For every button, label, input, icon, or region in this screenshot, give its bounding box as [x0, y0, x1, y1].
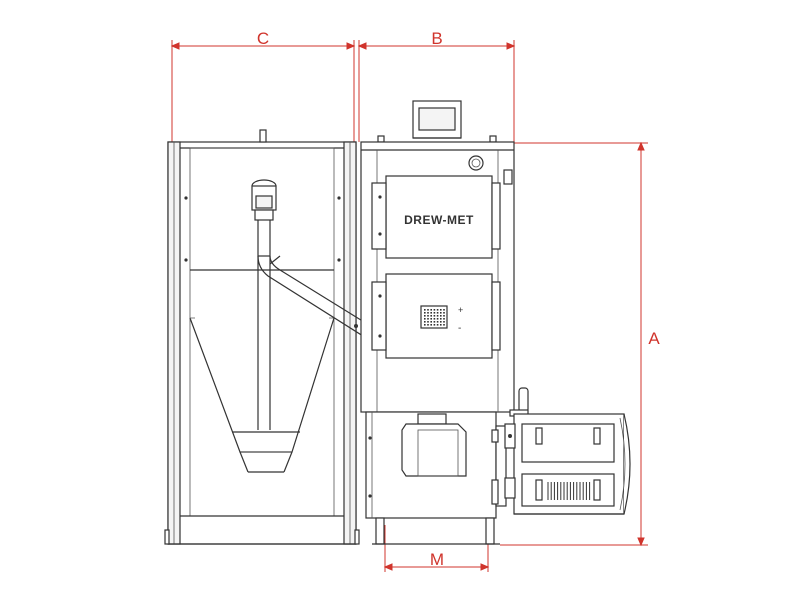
burner-unit [365, 411, 507, 545]
label-a: A [648, 329, 660, 348]
dimension-b [357, 40, 516, 142]
regulator-plus: + [458, 305, 463, 315]
air-regulator [420, 305, 448, 329]
brand-logo: DREW-MET [404, 213, 474, 227]
label-b: B [431, 29, 442, 48]
hopper-bolts [184, 196, 341, 262]
dimension-c [170, 40, 356, 142]
regulator-minus: - [458, 323, 461, 334]
upper-door [385, 175, 493, 259]
ash-unit [504, 387, 631, 515]
label-m: M [430, 550, 444, 569]
boiler-body: DREW-MET + - [360, 100, 515, 413]
label-c: C [257, 29, 269, 48]
dimension-a [500, 141, 648, 547]
